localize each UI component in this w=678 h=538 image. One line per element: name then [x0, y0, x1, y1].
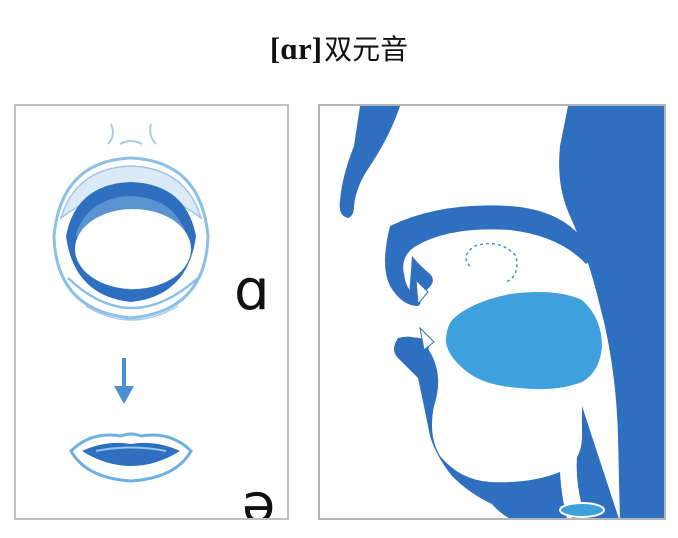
vocal-tract-diagram	[339, 106, 664, 518]
end-vowel-symbol: ə	[242, 472, 276, 520]
glottis-icon	[559, 502, 605, 518]
mouth-illustration	[52, 123, 210, 483]
title-text: 双元音	[324, 33, 409, 66]
page-title: [ɑr]双元音	[0, 28, 678, 68]
pharynx-wall-icon	[559, 106, 664, 518]
hard-palate-icon	[385, 205, 592, 306]
down-arrow-icon	[114, 358, 134, 404]
sagittal-section-panel	[318, 104, 666, 520]
nose-icon	[339, 106, 400, 218]
start-vowel-symbol: ɑ	[234, 258, 270, 323]
open-mouth-icon	[52, 156, 210, 321]
mouth-shape-panel: ɑ ə	[14, 104, 289, 520]
relaxed-mouth-icon	[69, 432, 193, 483]
tongue-icon	[446, 292, 602, 390]
title-ipa: [ɑr]	[269, 31, 323, 66]
